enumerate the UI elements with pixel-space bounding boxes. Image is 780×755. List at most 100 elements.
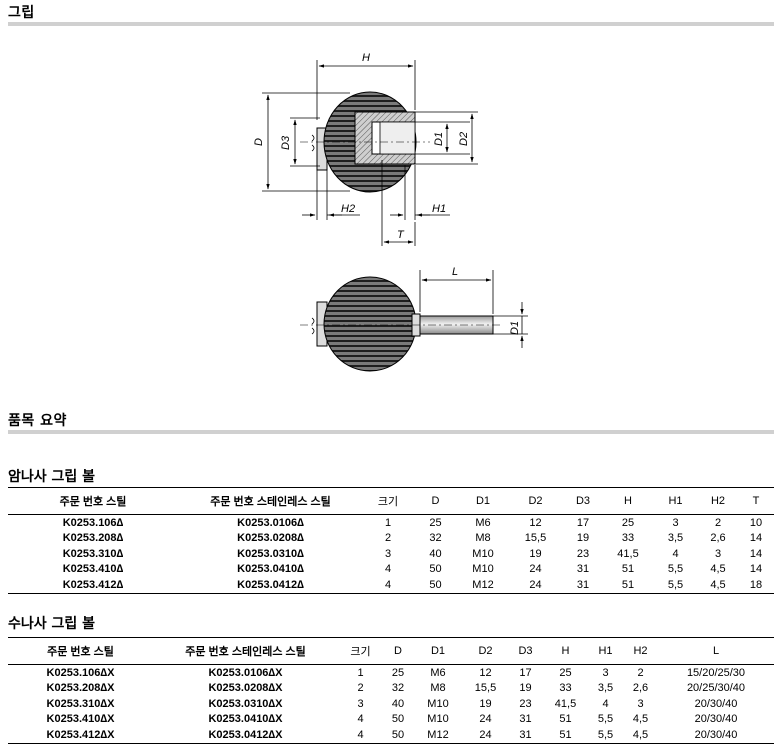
- order-number-cell: K0253.0106∆X: [208, 666, 283, 679]
- table-cell: 19: [519, 682, 532, 695]
- table-cell: 12: [529, 516, 542, 529]
- table-cell: M12: [458, 577, 508, 594]
- col-header: 주문 번호 스틸: [8, 638, 153, 665]
- table-cell: 3,5: [667, 532, 684, 545]
- table-cell: 14: [749, 547, 763, 560]
- order-number-cell: K0253.208∆X: [46, 682, 115, 695]
- table-cell: 24: [463, 727, 508, 744]
- order-number-cell: K0253.106∆X: [46, 666, 115, 679]
- table-cell: 3: [714, 547, 722, 560]
- table-cell: M6: [430, 666, 446, 679]
- table-cell: 20/25/30/40: [686, 682, 746, 695]
- table-cell: 31: [563, 577, 603, 594]
- table-cell: 4: [363, 577, 413, 594]
- order-number-cell: K0253.0106∆: [237, 516, 304, 529]
- col-header: 크기: [338, 638, 383, 665]
- order-number-cell: K0253.0412∆X: [153, 727, 338, 744]
- table-cell: 31: [576, 563, 590, 576]
- table-cell: 4: [602, 697, 609, 710]
- col-header: 주문 번호 스테인레스 스틸: [153, 638, 338, 665]
- table-cell: 24: [529, 563, 542, 576]
- table-cell: M10: [427, 697, 449, 710]
- table-cell: 14: [749, 563, 763, 576]
- table-cell: 25: [559, 666, 572, 679]
- table-cell: 12: [479, 666, 492, 679]
- table-cell: 25: [429, 516, 442, 529]
- col-header: T: [738, 488, 774, 515]
- table-cell: 51: [559, 713, 572, 726]
- table-header-row: 주문 번호 스틸 주문 번호 스테인레스 스틸 크기 D D1 D2 D3 H …: [8, 488, 774, 515]
- col-header: 주문 번호 스테인레스 스틸: [178, 488, 363, 515]
- table-cell: 19: [529, 547, 542, 560]
- table-cell: 5,5: [653, 577, 698, 594]
- order-number-cell: K0253.106∆: [62, 516, 124, 529]
- table-cell: 23: [576, 547, 590, 560]
- table-cell: 25: [621, 516, 635, 529]
- table-top-rule: [8, 487, 774, 488]
- order-number-cell: K0253.410∆X: [46, 713, 115, 726]
- table-cell: 50: [391, 713, 405, 726]
- col-header: H: [603, 488, 653, 515]
- table-cell: 40: [391, 697, 405, 710]
- table-cell: 51: [603, 577, 653, 594]
- technical-drawing: H D D3 D1 D2 H2 H1 T L: [253, 52, 528, 372]
- table-cell: 1: [384, 516, 392, 529]
- table-cell: 33: [559, 682, 572, 695]
- table-cell: 31: [508, 727, 543, 744]
- table-cell: 51: [621, 563, 635, 576]
- col-header: D2: [508, 488, 563, 515]
- table-cell: M8: [475, 532, 491, 545]
- table-cell: M6: [475, 516, 491, 529]
- col-header: L: [658, 638, 774, 665]
- table-cell: 50: [413, 577, 458, 594]
- dim-label-t: T: [397, 229, 405, 241]
- table-cell: 15/20/25/30: [686, 666, 746, 679]
- table-cell: 4: [357, 713, 364, 726]
- col-header: D: [413, 488, 458, 515]
- table-cell: 4: [672, 547, 679, 560]
- table-cell: 32: [429, 532, 442, 545]
- order-number-cell: K0253.410∆: [62, 563, 124, 576]
- table-cell: 5,5: [588, 727, 623, 744]
- table-cell: M10: [472, 547, 494, 560]
- order-number-cell: K0253.0410∆: [237, 563, 304, 576]
- table-cell: 10: [749, 516, 763, 529]
- table-cell: 24: [508, 577, 563, 594]
- col-header: H2: [698, 488, 738, 515]
- table-cell: M10: [472, 563, 494, 576]
- table-cell: 33: [621, 532, 635, 545]
- table-cell: 2: [714, 516, 722, 529]
- order-number-cell: K0253.310∆X: [46, 697, 115, 710]
- male-table-title: 수나사 그립 볼: [8, 616, 96, 632]
- order-number-cell: K0253.0208∆X: [208, 682, 283, 695]
- table-cell: 51: [543, 727, 588, 744]
- table-cell: 3: [672, 516, 679, 529]
- female-spec-table: 주문 번호 스틸 주문 번호 스테인레스 스틸 크기 D D1 D2 D3 H …: [8, 488, 774, 594]
- summary-section-title: 품목 요약: [8, 413, 67, 429]
- order-number-cell: K0253.208∆: [62, 532, 124, 545]
- section-divider: [8, 22, 774, 26]
- table-cell: 3: [637, 697, 644, 710]
- col-header: D2: [463, 638, 508, 665]
- table-cell: 24: [479, 713, 492, 726]
- table-cell: M8: [430, 682, 446, 695]
- dim-label-d1: D1: [433, 132, 445, 146]
- table-cell: 20/30/40: [694, 713, 738, 726]
- table-cell: 2,6: [710, 532, 726, 545]
- table-cell: 31: [519, 713, 532, 726]
- dim-label-d1-male: D1: [509, 321, 521, 335]
- dim-label-h: H: [362, 52, 370, 64]
- table-cell: 2: [357, 682, 364, 695]
- order-number-cell: K0253.412∆X: [8, 727, 153, 744]
- col-header: D1: [458, 488, 508, 515]
- table-cell: 15,5: [524, 532, 547, 545]
- male-grip-ball-drawing: [300, 276, 500, 372]
- section-divider: [8, 430, 774, 434]
- table-cell: 4,5: [710, 563, 726, 576]
